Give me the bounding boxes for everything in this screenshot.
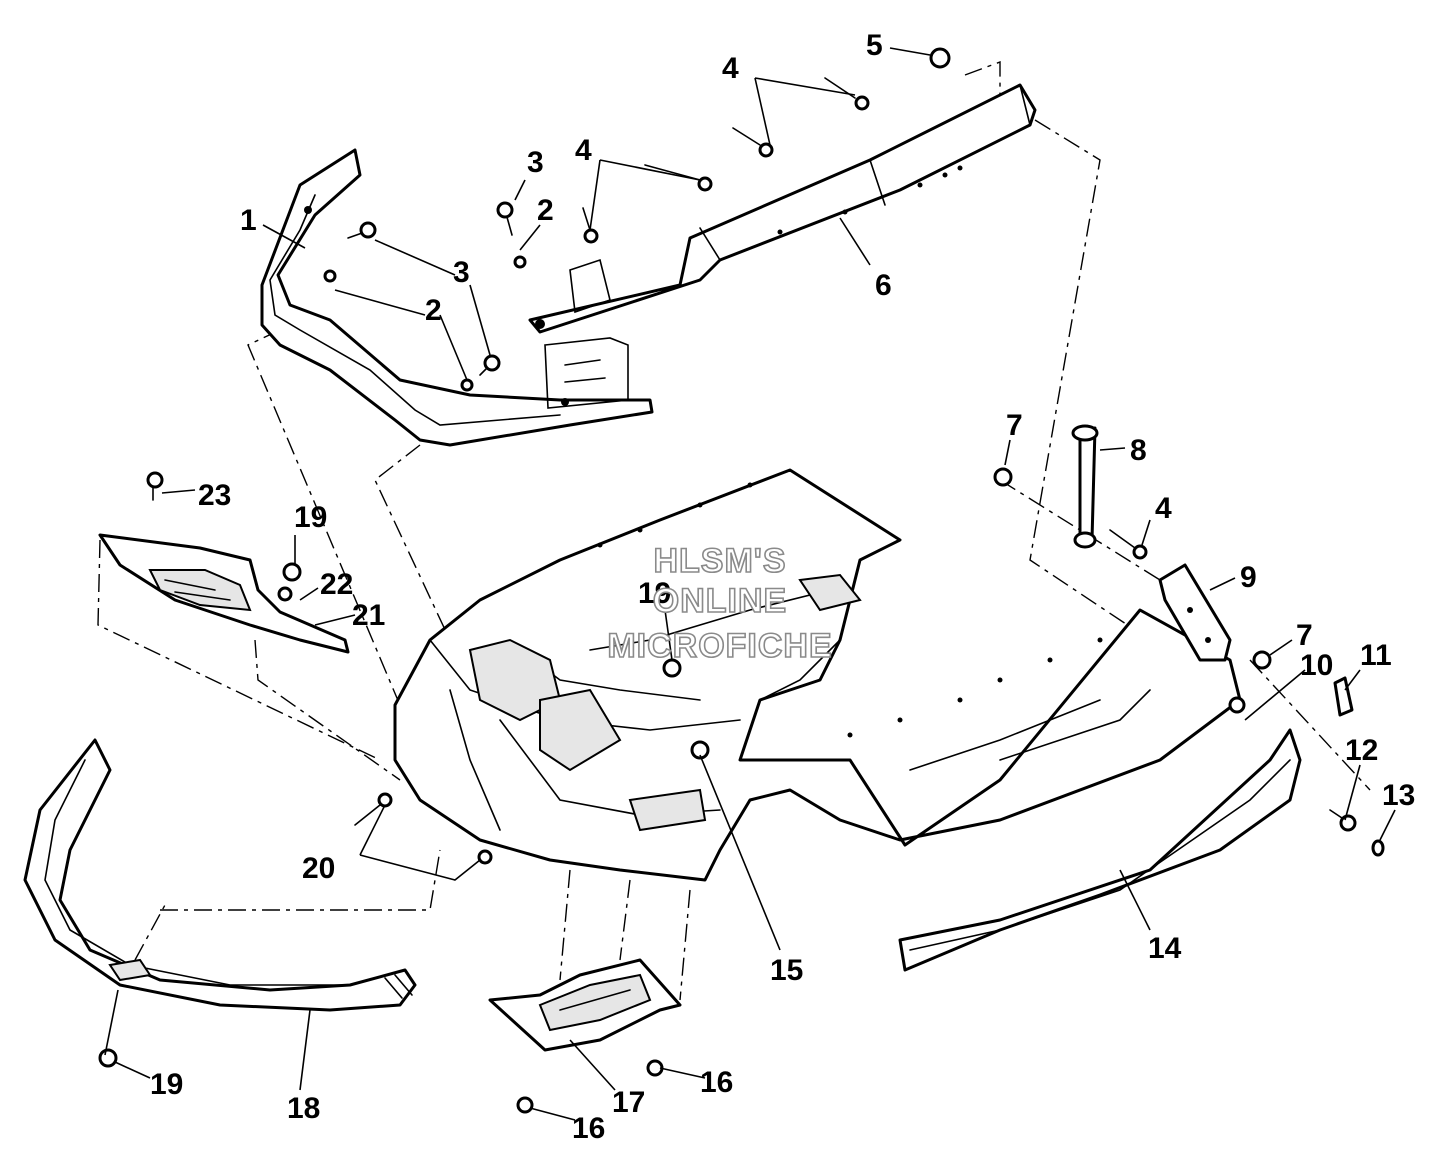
callout-16-left: 16 bbox=[572, 1112, 605, 1145]
callout-3-lower: 3 bbox=[453, 256, 470, 289]
callout-11: 11 bbox=[1360, 639, 1392, 672]
leader-lines bbox=[104, 47, 1396, 1121]
belly-pan bbox=[393, 468, 1242, 882]
callout-2-lower: 2 bbox=[425, 294, 442, 327]
callout-17: 17 bbox=[612, 1086, 645, 1119]
callout-12: 12 bbox=[1345, 734, 1378, 767]
watermark-line-3: MICROFICHE bbox=[607, 627, 832, 665]
callout-21: 21 bbox=[352, 599, 385, 632]
front-bumper bbox=[23, 738, 417, 1012]
callout-18: 18 bbox=[287, 1092, 320, 1125]
callout-23: 23 bbox=[198, 479, 231, 512]
small-clip bbox=[1333, 676, 1354, 717]
left-skid-plate bbox=[98, 533, 350, 654]
callout-14: 14 bbox=[1148, 932, 1182, 965]
watermark-line-2: ONLINE bbox=[653, 582, 787, 620]
callout-7-upper: 7 bbox=[1006, 409, 1023, 442]
strut-link bbox=[1071, 424, 1099, 549]
callout-8: 8 bbox=[1130, 434, 1147, 467]
callout-4-top: 4 bbox=[722, 52, 739, 85]
lower-skid-plate bbox=[488, 958, 682, 1052]
callout-9: 9 bbox=[1240, 561, 1257, 594]
callout-1: 1 bbox=[240, 204, 257, 237]
callout-19-left: 19 bbox=[294, 501, 327, 534]
callout-5: 5 bbox=[866, 29, 883, 62]
watermark: HLSM'S ONLINE MICROFICHE bbox=[607, 541, 833, 666]
callout-2-upper: 2 bbox=[537, 194, 554, 227]
callout-4-right: 4 bbox=[1155, 492, 1172, 525]
callout-10: 10 bbox=[1300, 649, 1333, 682]
callout-22: 22 bbox=[320, 568, 353, 601]
callout-7-right: 7 bbox=[1296, 619, 1313, 652]
callout-15: 15 bbox=[770, 954, 803, 987]
left-support-bracket bbox=[260, 148, 654, 447]
callout-4-middle: 4 bbox=[575, 134, 592, 167]
upper-cross-member bbox=[528, 83, 1037, 334]
callout-13: 13 bbox=[1382, 779, 1415, 812]
watermark-line-1: HLSM'S bbox=[653, 542, 786, 580]
callout-19-bottom: 19 bbox=[150, 1068, 183, 1101]
callout-6: 6 bbox=[875, 269, 892, 302]
callout-20: 20 bbox=[302, 852, 335, 885]
callout-3-upper: 3 bbox=[527, 146, 544, 179]
callout-labels: 1 2 2 3 3 4 4 4 5 6 7 7 8 9 10 11 12 13 … bbox=[150, 29, 1415, 1145]
callout-16-right: 16 bbox=[700, 1066, 733, 1099]
callout-19-center: 19 bbox=[638, 577, 671, 610]
corner-bracket bbox=[1158, 563, 1232, 662]
